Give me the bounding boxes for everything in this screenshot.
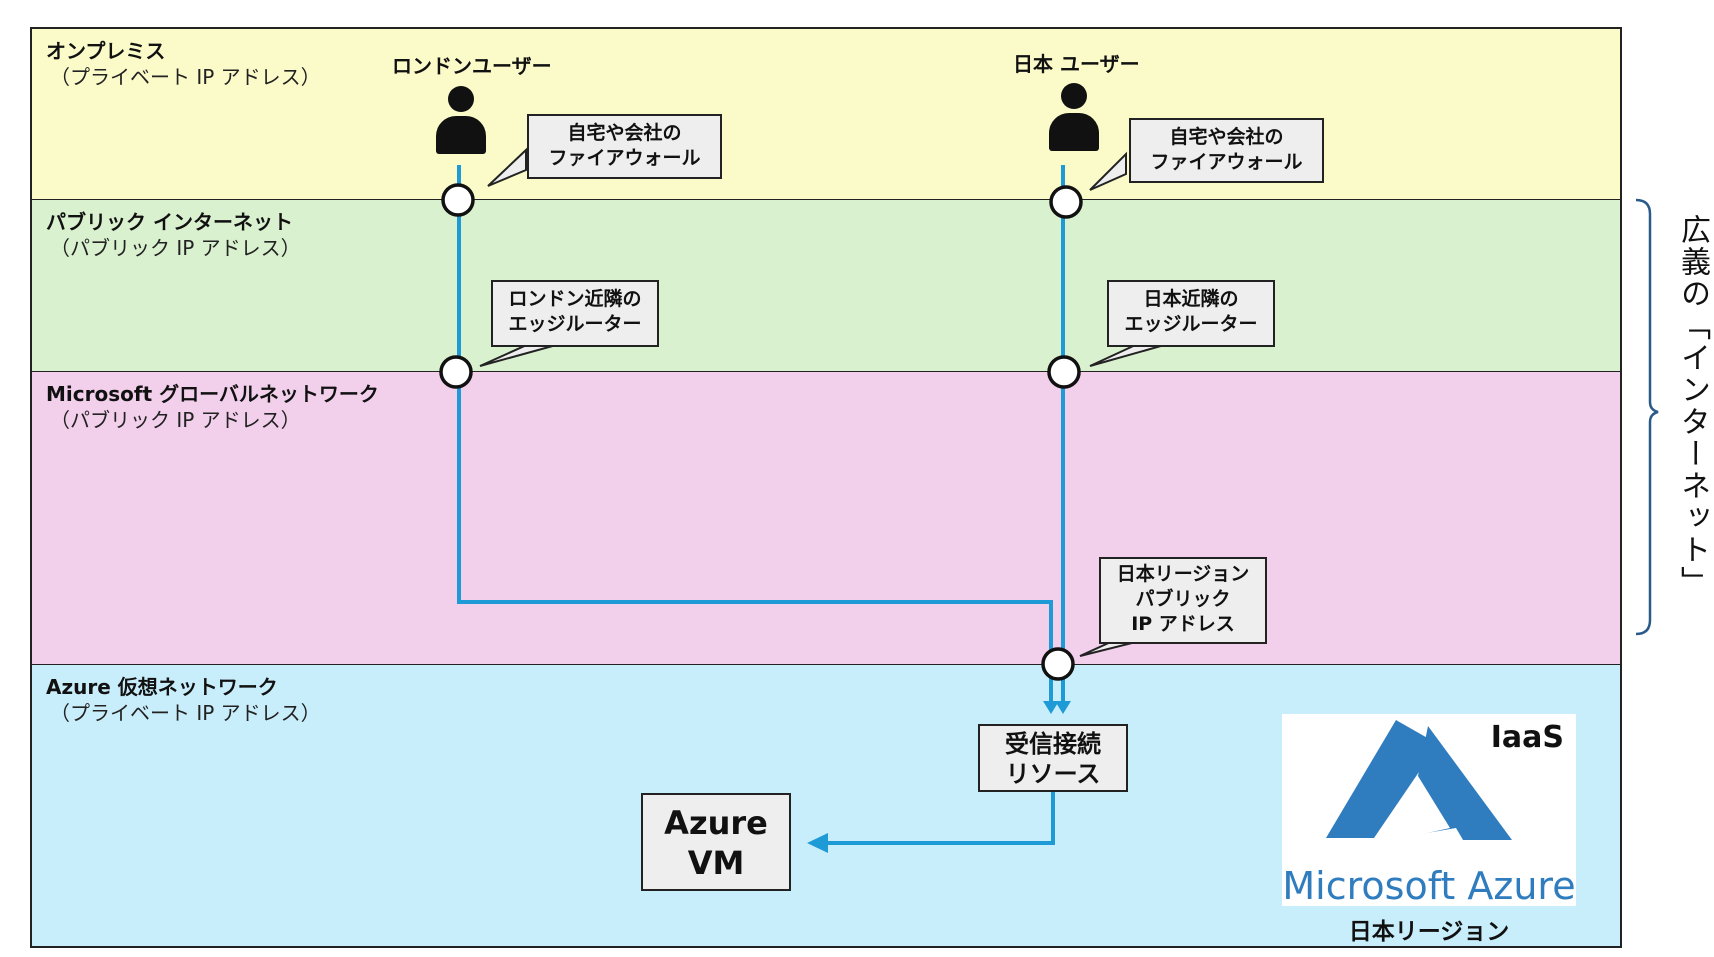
callout-line: IP アドレス <box>1131 613 1235 635</box>
band-microsoft-network: Microsoft グローバルネットワーク （パブリック IP アドレス） <box>30 372 1622 665</box>
band-subtitle: （プライベート IP アドレス） <box>50 701 321 725</box>
band-subtitle: （プライベート IP アドレス） <box>50 65 321 89</box>
callout-line: 自宅や会社の <box>567 122 682 144</box>
japan-region-ip-callout: 日本リージョン パブリック IP アドレス <box>1099 557 1267 644</box>
internet-bracket <box>1635 198 1659 636</box>
japan-region-label: 日本リージョン <box>1348 919 1510 945</box>
wide-internet-label: 広義の「インターネット」 <box>1675 214 1710 598</box>
london-firewall-callout: 自宅や会社の ファイアウォール <box>527 114 722 179</box>
japan-user-icon <box>1049 83 1099 155</box>
london-user-label: ロンドンユーザー <box>392 54 552 78</box>
band-title: Microsoft グローバルネットワーク <box>46 382 379 406</box>
callout-line: 日本近隣の <box>1143 288 1239 310</box>
band-onprem: オンプレミス （プライベート IP アドレス） <box>30 27 1622 200</box>
iaas-label: IaaS <box>1490 720 1564 755</box>
japan-edge-callout: 日本近隣の エッジルーター <box>1107 280 1275 347</box>
band-subtitle: （パブリック IP アドレス） <box>50 236 301 260</box>
callout-line: エッジルーター <box>1124 313 1258 335</box>
london-user-icon <box>436 86 486 158</box>
callout-line: パブリック <box>1135 588 1231 610</box>
japan-firewall-callout: 自宅や会社の ファイアウォール <box>1129 118 1324 183</box>
band-title: パブリック インターネット <box>46 210 293 234</box>
box-line: リソース <box>1005 760 1101 788</box>
callout-line: 自宅や会社の <box>1169 126 1284 148</box>
band-subtitle: （パブリック IP アドレス） <box>50 408 301 432</box>
azure-vm-box: Azure VM <box>641 793 791 891</box>
band-public-internet: パブリック インターネット （パブリック IP アドレス） <box>30 200 1622 372</box>
azure-logo-icon <box>1326 720 1512 862</box>
callout-line: エッジルーター <box>508 313 642 335</box>
box-line: 受信接続 <box>1005 730 1101 758</box>
azure-logo-panel: IaaS Microsoft Azure <box>1282 714 1576 908</box>
london-edge-callout: ロンドン近隣の エッジルーター <box>491 280 659 347</box>
callout-line: 日本リージョン <box>1116 563 1250 585</box>
inbound-resource-box: 受信接続 リソース <box>978 724 1128 792</box>
box-line: VM <box>687 844 745 882</box>
band-title: Azure 仮想ネットワーク <box>46 675 278 699</box>
callout-line: ファイアウォール <box>548 147 701 169</box>
japan-user-label: 日本 ユーザー <box>1013 52 1140 76</box>
azure-brand-text: Microsoft Azure <box>1282 864 1576 908</box>
box-line: Azure <box>664 804 768 842</box>
callout-line: ファイアウォール <box>1150 151 1303 173</box>
band-title: オンプレミス <box>46 39 166 63</box>
callout-line: ロンドン近隣の <box>508 288 642 310</box>
